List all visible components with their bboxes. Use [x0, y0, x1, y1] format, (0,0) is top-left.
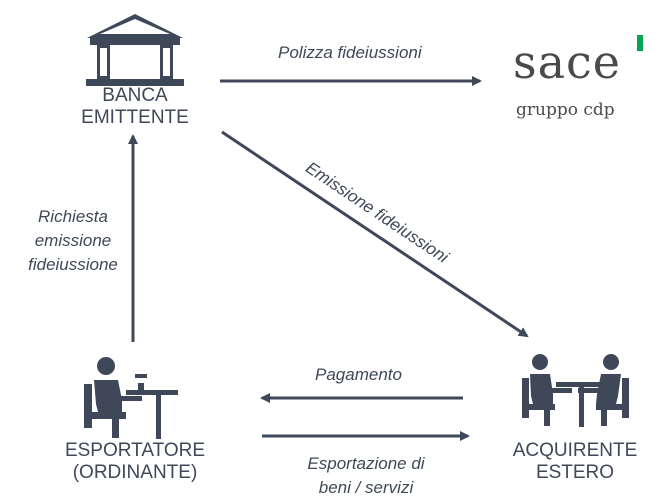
exporter-label-line1: ESPORTATORE: [64, 440, 206, 461]
edge-label-bank-to-buyer: Emissione fideiussioni: [302, 158, 453, 268]
buyer-label-line2: ESTERO: [535, 462, 615, 483]
buyer-label: ACQUIRENTE ESTERO: [493, 440, 657, 484]
bank-icon: [86, 14, 184, 86]
exporter-label: ESPORTATORE (ORDINANTE): [35, 440, 235, 484]
bank-label-line2: EMITTENTE: [81, 107, 189, 128]
edge-label-exporter-to-bank: Richiesta emissione fideiussione: [18, 205, 128, 277]
edge-label-exporter-to-buyer-line2: beni / servizi: [318, 478, 414, 497]
edge-label-exporter-to-buyer: Esportazione di beni / servizi: [280, 452, 452, 500]
edge-label-buyer-to-exporter: Pagamento: [315, 365, 402, 384]
bank-label-line1: BANCA: [102, 85, 168, 106]
exporter-label-line2: (ORDINANTE): [72, 462, 198, 483]
edge-label-exporter-to-bank-line3: fideiussione: [28, 255, 118, 274]
edge-label-exporter-to-buyer-line1: Esportazione di: [307, 454, 425, 473]
exporter-icon: [84, 357, 178, 439]
edge-label-exporter-to-bank-line2: emissione: [34, 231, 112, 250]
edge-label-bank-to-sace: Polizza fideiussioni: [278, 43, 422, 62]
buyer-label-line1: ACQUIRENTE: [512, 440, 638, 461]
bank-label: BANCA EMITTENTE: [55, 85, 215, 129]
sace-logo-tagline: gruppo cdp: [516, 100, 615, 120]
sace-logo-accent: [637, 35, 643, 51]
buyer-icon: [522, 354, 629, 427]
sace-logo-wordmark: sace: [513, 35, 622, 89]
edge-label-exporter-to-bank-line1: Richiesta: [38, 207, 108, 226]
arrow-bank-to-buyer: [221, 130, 529, 338]
